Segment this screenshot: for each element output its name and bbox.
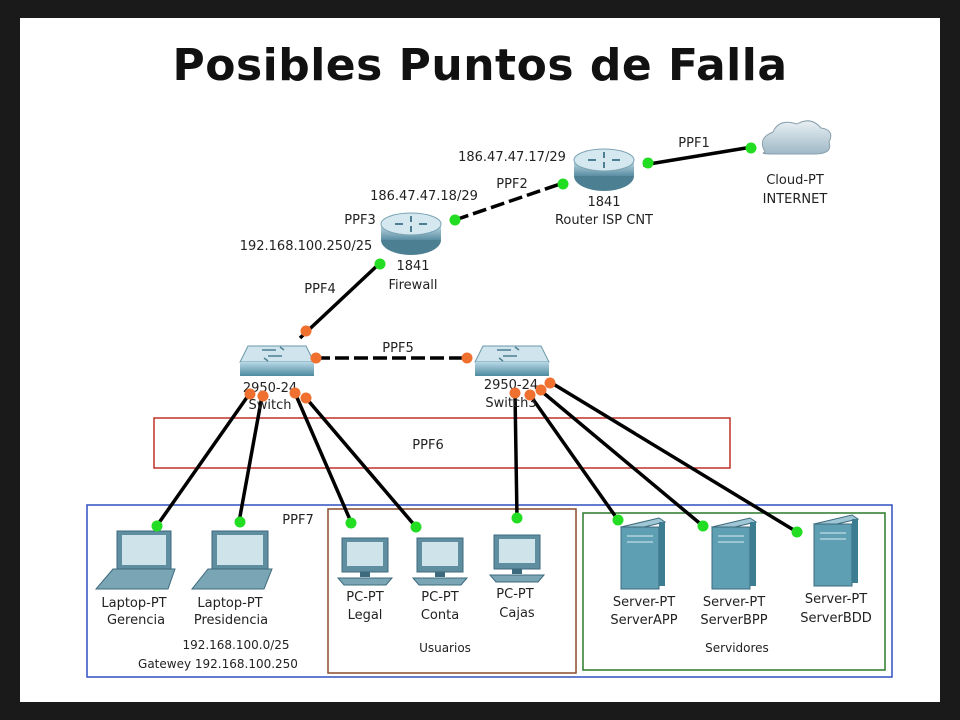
ppf6-label: PPF6 [412, 438, 443, 453]
port-up-dot [697, 520, 709, 532]
server-icon[interactable] [619, 517, 667, 590]
port-up-dot [151, 520, 163, 532]
laptop-gerencia-name: Gerencia [107, 613, 165, 628]
router-isp-name-label: Router ISP CNT [555, 213, 653, 228]
link-switch3-serverbdd [549, 380, 798, 534]
router-icon[interactable] [380, 212, 442, 255]
switch3-type-label: 2950-24 [484, 378, 538, 393]
switch3-name-label: Switch3 [485, 396, 536, 411]
link-switch-conta [304, 396, 418, 529]
server-bdd-name: ServerBDD [800, 611, 872, 626]
server-icon[interactable] [812, 514, 860, 587]
pc-conta-type: PC-PT [421, 590, 458, 605]
server-icon[interactable] [710, 517, 758, 590]
link-isp-cloud [642, 145, 753, 167]
link-switch3-cajas [513, 392, 519, 519]
port-down-dot [509, 387, 521, 399]
pc-icon[interactable] [411, 537, 469, 586]
router-isp-type-label: 1841 [587, 195, 620, 210]
port-down-dot [524, 389, 536, 401]
network-label: 192.168.100.0/25 [182, 638, 289, 652]
links [154, 145, 798, 534]
port-down-dot [244, 388, 256, 400]
ip-fw-wan-label: 186.47.47.18/29 [370, 189, 478, 204]
port-up-dot [642, 157, 654, 169]
link-switch3-serverapp [528, 393, 620, 522]
server-bpp-type: Server-PT [703, 595, 765, 610]
ppf2-label: PPF2 [496, 177, 527, 192]
port-down-dot [257, 390, 269, 402]
pc-icon[interactable] [488, 534, 546, 583]
switch-type-label: 2950-24 [243, 381, 297, 396]
laptop-icon[interactable] [94, 530, 176, 590]
port-up-dot [791, 526, 803, 538]
pc-cajas-type: PC-PT [496, 587, 533, 602]
lan-group-box [86, 504, 893, 678]
ppf5-label: PPF5 [382, 341, 413, 356]
switch-name-label: Switch [249, 398, 292, 413]
firewall-type-label: 1841 [396, 259, 429, 274]
ppf3-label: PPF3 [344, 213, 375, 228]
link-switch-legal [293, 392, 353, 523]
link-switch3-serverbpp [538, 388, 705, 528]
switch-icon[interactable] [239, 345, 315, 376]
cloud-icon[interactable] [761, 120, 832, 155]
port-down-dot [289, 387, 301, 399]
gateway-label: Gatewey 192.168.100.250 [138, 657, 298, 671]
link-firewall-isp [454, 181, 564, 222]
port-down-dot [300, 392, 312, 404]
port-up-dot [449, 214, 461, 226]
link-switch-gerencia [154, 391, 252, 529]
laptop-gerencia-type: Laptop-PT [101, 596, 166, 611]
port-up-dot [612, 514, 624, 526]
server-app-type: Server-PT [613, 595, 675, 610]
switch-icon[interactable] [474, 345, 550, 376]
port-down-dot [544, 377, 556, 389]
laptop-presidencia-name: Presidencia [194, 613, 268, 628]
port-up-dot [374, 258, 386, 270]
pc-icon[interactable] [336, 537, 394, 586]
port-up-dot [410, 521, 422, 533]
port-down-dot [535, 384, 547, 396]
port-down-dot [310, 352, 322, 364]
server-bdd-type: Server-PT [805, 592, 867, 607]
router-icon[interactable] [573, 148, 635, 191]
pc-cajas-name: Cajas [499, 606, 535, 621]
ip-isp-label: 186.47.47.17/29 [458, 150, 566, 165]
laptop-presidencia-type: Laptop-PT [197, 596, 262, 611]
ppf6-box [153, 417, 731, 469]
firewall-name-label: Firewall [388, 278, 437, 293]
link-switch-presidencia [237, 395, 264, 523]
port-down-dot [300, 325, 312, 337]
pc-conta-name: Conta [421, 608, 459, 623]
port-up-dot [345, 517, 357, 529]
pc-legal-name: Legal [348, 608, 383, 623]
link-firewall-switch [298, 261, 382, 340]
port-down-dot [461, 352, 473, 364]
server-app-name: ServerAPP [610, 613, 677, 628]
cloud-name-label: INTERNET [763, 192, 828, 207]
usuarios-box [327, 508, 577, 674]
servidores-box [582, 512, 886, 671]
pc-legal-type: PC-PT [346, 590, 383, 605]
port-up-dot [745, 142, 757, 154]
port-up-dot [234, 516, 246, 528]
port-indicators [151, 142, 803, 538]
ppf1-label: PPF1 [678, 136, 709, 151]
ppf7-label: PPF7 [282, 513, 313, 528]
ip-fw-lan-label: 192.168.100.250/25 [240, 239, 373, 254]
servidores-label: Servidores [705, 641, 769, 655]
port-up-dot [557, 178, 569, 190]
ppf4-label: PPF4 [304, 282, 335, 297]
usuarios-label: Usuarios [419, 641, 471, 655]
server-bpp-name: ServerBPP [700, 613, 767, 628]
port-up-dot [511, 512, 523, 524]
slide-title: Posibles Puntos de Falla [172, 40, 788, 91]
cloud-type-label: Cloud-PT [766, 173, 824, 188]
laptop-icon[interactable] [190, 530, 273, 590]
